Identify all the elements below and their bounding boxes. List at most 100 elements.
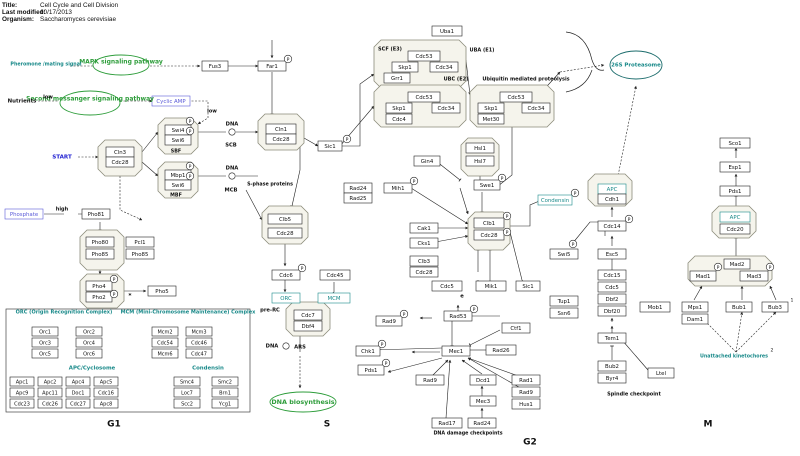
condensin-subunit-box[interactable] [173, 398, 201, 409]
mec3-box[interactable] [469, 395, 497, 407]
apc-subunit-box[interactable] [9, 376, 35, 387]
pho81-box[interactable] [81, 208, 111, 220]
pds1-g2-box[interactable] [357, 364, 385, 376]
cdc7-box[interactable] [293, 309, 323, 321]
rad26-box[interactable] [485, 344, 517, 356]
mik1-box[interactable] [475, 280, 507, 292]
met30-box[interactable] [477, 113, 505, 125]
swi6-mbf-box[interactable] [164, 179, 192, 191]
mcm-subunit-box[interactable] [151, 326, 179, 337]
mcm-subunit-box[interactable] [185, 337, 213, 348]
condensin-subunit-box[interactable] [211, 376, 239, 387]
sic1-g2-box[interactable] [515, 280, 541, 292]
ltel-box[interactable] [647, 367, 675, 379]
rad9-upstream-box[interactable] [415, 374, 445, 386]
cdc4-box[interactable] [385, 113, 413, 125]
apc-subunit-box[interactable] [37, 387, 63, 398]
cdc20-box[interactable] [719, 223, 751, 235]
ctf1-box[interactable] [501, 322, 531, 334]
skp1-scf2-box[interactable] [385, 102, 413, 114]
orc-subunit-box[interactable] [31, 348, 59, 359]
orc-subunit-box[interactable] [75, 337, 103, 348]
cyclic-amp-box[interactable] [151, 95, 191, 107]
pcl1-box[interactable] [125, 236, 155, 248]
cdc28-cln3-box[interactable] [105, 156, 135, 168]
apc-subunit-box[interactable] [37, 398, 63, 409]
sco1-box[interactable] [719, 137, 751, 149]
mad3-box[interactable] [739, 270, 769, 282]
clb5-box[interactable] [267, 213, 303, 225]
proteasome-pathway-link[interactable] [609, 50, 663, 80]
swi6-sbf-box[interactable] [164, 134, 192, 146]
rad9-lower-box[interactable] [511, 386, 541, 398]
mcm-box[interactable] [317, 292, 351, 304]
bub3-box[interactable] [761, 301, 789, 313]
cak1-box[interactable] [409, 222, 439, 234]
cdc34-scf1-box[interactable] [429, 61, 459, 73]
mapk-pathway-link[interactable] [92, 54, 150, 76]
cdc5-box[interactable] [431, 280, 463, 292]
apc-subunit-box[interactable] [65, 376, 91, 387]
condensin-subunit-box[interactable] [173, 376, 201, 387]
cdc6-box[interactable] [271, 269, 301, 281]
cdc34-scf2-box[interactable] [431, 102, 461, 114]
chk1-box[interactable] [355, 345, 381, 357]
mad2-box[interactable] [723, 258, 751, 270]
rad24-lower-box[interactable] [467, 417, 497, 429]
grr1-box[interactable] [383, 72, 411, 84]
condensin-subunit-box[interactable] [173, 387, 201, 398]
dcd1-box[interactable] [469, 374, 497, 386]
mcm-subunit-box[interactable] [185, 348, 213, 359]
cdc15-box[interactable] [597, 269, 627, 281]
swe1-box[interactable] [473, 179, 501, 191]
mec1-box[interactable] [441, 345, 471, 357]
hus1-box[interactable] [511, 398, 541, 410]
pds1-m-box[interactable] [719, 185, 751, 197]
pho5-box[interactable] [147, 285, 177, 297]
mcm-subunit-box[interactable] [151, 348, 179, 359]
skp1-scf1-box[interactable] [391, 61, 419, 73]
bub2-box[interactable] [597, 360, 627, 372]
rad25-box[interactable] [343, 192, 373, 204]
esc5-box[interactable] [597, 248, 627, 260]
cdc28-clb3-box[interactable] [409, 266, 439, 278]
mih1-box[interactable] [383, 182, 413, 194]
swi5-box[interactable] [549, 248, 579, 260]
phosphate-metabolite-box[interactable] [4, 208, 44, 220]
hsl7-box[interactable] [465, 155, 495, 167]
uba1-box[interactable] [431, 25, 463, 37]
rad17-box[interactable] [431, 417, 463, 429]
cks1-box[interactable] [409, 237, 439, 249]
clb3-box[interactable] [409, 255, 439, 267]
apc-subunit-box[interactable] [93, 376, 119, 387]
mcm-subunit-box[interactable] [151, 337, 179, 348]
orc-subunit-box[interactable] [75, 348, 103, 359]
bub1-box[interactable] [725, 301, 753, 313]
skp1-scf3-box[interactable] [477, 102, 505, 114]
pho85-box[interactable] [85, 248, 115, 260]
cdc28-clb1-box[interactable] [473, 229, 505, 241]
rad1-box[interactable] [511, 374, 541, 386]
cdc34-scf3-box[interactable] [521, 102, 551, 114]
cdh1-box[interactable] [597, 193, 627, 205]
orc-subunit-box[interactable] [31, 337, 59, 348]
cdc5-m-box[interactable] [597, 281, 627, 293]
apc-subunit-box[interactable] [93, 398, 119, 409]
condensin-box[interactable] [537, 194, 573, 206]
apc-subunit-box[interactable] [37, 376, 63, 387]
cdc28-cln1-box[interactable] [265, 133, 297, 145]
cdc14-box[interactable] [597, 220, 627, 232]
rad53-box[interactable] [443, 310, 473, 322]
far1-box[interactable] [257, 60, 287, 72]
apc-subunit-box[interactable] [9, 398, 35, 409]
cdc53-scf1-box[interactable] [407, 50, 441, 62]
hsl1-box[interactable] [465, 142, 495, 154]
orc-subunit-box[interactable] [75, 326, 103, 337]
clb1-box[interactable] [473, 217, 505, 229]
gin4-box[interactable] [413, 155, 441, 167]
pho85-pcl1-box[interactable] [125, 248, 155, 260]
mob1-box[interactable] [639, 301, 671, 313]
apc-subunit-box[interactable] [9, 387, 35, 398]
tup1-box[interactable] [549, 295, 579, 307]
esp1-box[interactable] [719, 161, 751, 173]
